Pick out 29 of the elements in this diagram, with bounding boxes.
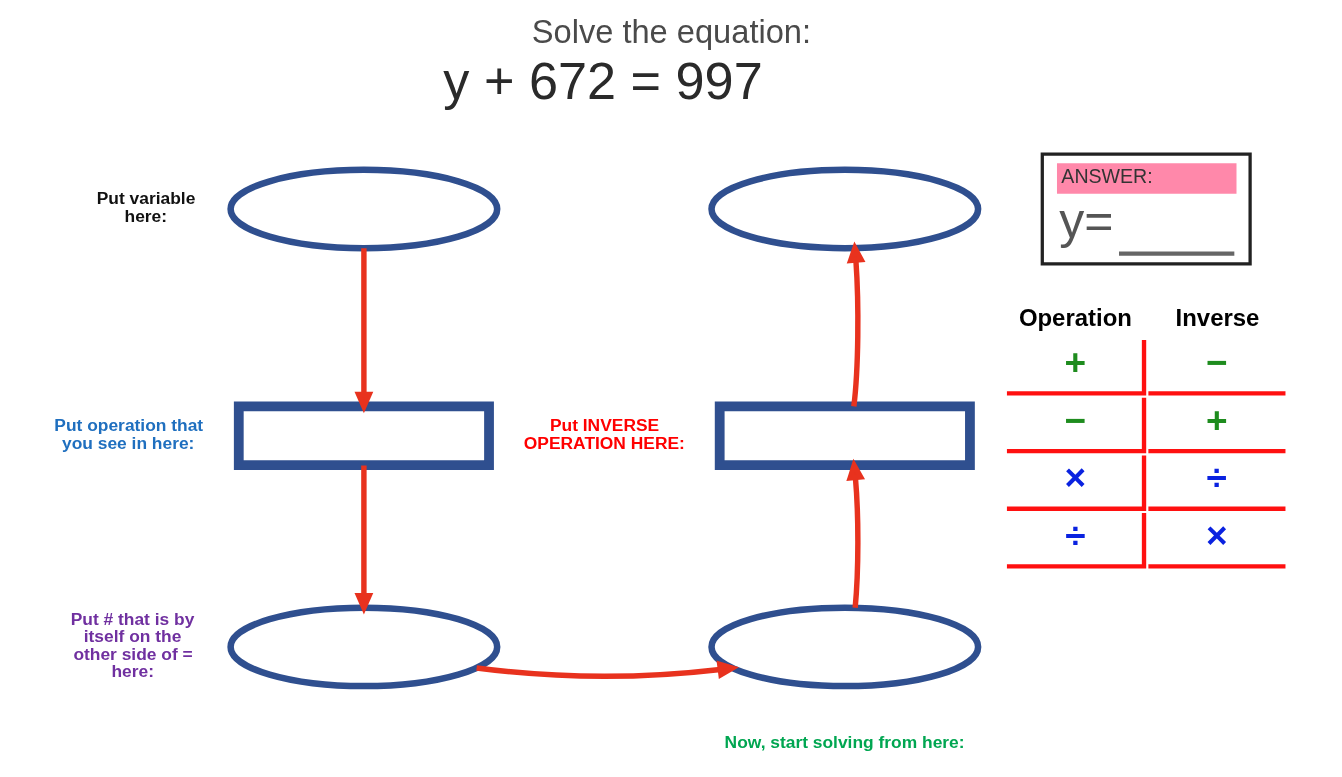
node-ellipse	[708, 166, 982, 252]
node-box	[233, 401, 494, 471]
arrow	[476, 660, 739, 680]
label: y + 672 = 997	[443, 51, 763, 110]
diagram-title: Solve the equation:	[531, 13, 812, 51]
node-box: ANSWER: y=	[1040, 152, 1252, 266]
node-label: Now, start solving from here:	[724, 731, 965, 752]
label: −	[1064, 399, 1087, 441]
node-ellipse	[227, 166, 501, 252]
label: ×	[1206, 515, 1228, 557]
node-label: Put INVERSE OPERATION HERE:	[523, 415, 685, 453]
arrow	[846, 241, 866, 407]
label: −	[1206, 342, 1228, 384]
node-label: Put operation that you see in here:	[54, 415, 204, 453]
node-ellipse	[227, 604, 501, 690]
node-label: Put variable here:	[96, 188, 196, 226]
node-label: Put # that is by itself on the other side of = here:	[70, 608, 195, 682]
arrow	[354, 248, 374, 414]
node-ellipse	[708, 604, 982, 690]
label: ÷	[1206, 457, 1227, 499]
label: +	[1206, 399, 1228, 441]
label: Operation	[1018, 303, 1132, 331]
label: +	[1064, 342, 1087, 384]
arrow	[846, 458, 866, 608]
label: ×	[1064, 457, 1087, 499]
node-box	[714, 401, 975, 471]
arrow	[354, 465, 374, 615]
label: ÷	[1065, 515, 1086, 557]
label: Inverse	[1175, 303, 1260, 331]
